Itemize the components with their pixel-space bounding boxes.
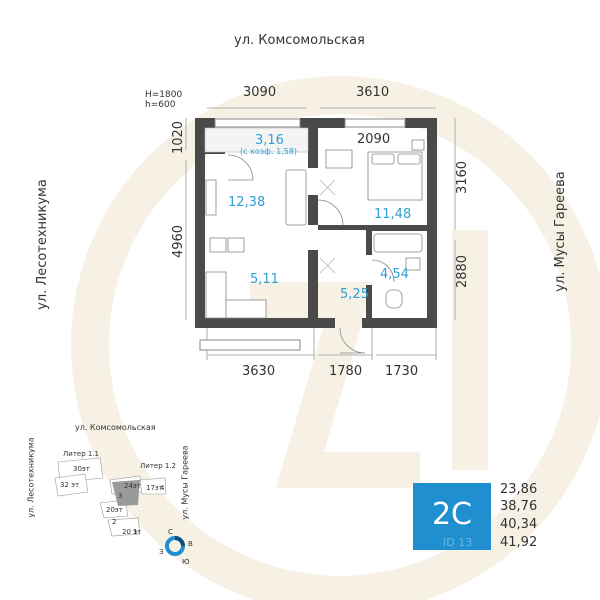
room-balcony-coefficient: (с коэф. 1,58) [240,147,298,156]
dim-bottom-mid: 1780 [329,364,363,379]
apartment-type-badge: 2С ID 13 [413,483,491,550]
dim-bottom-right: 1730 [385,364,419,379]
mini-floors-20a: 20эт [106,506,123,514]
area-value-4: 41,92 [500,535,538,550]
dim-top-left: 3090 [243,85,277,100]
mini-number-2: 2 [112,518,117,526]
compass-east: В [188,540,193,548]
dim-bedroom-width: 2090 [357,132,391,147]
compass-north: С [168,528,173,536]
room-area-balcony: 3,16 [255,133,284,148]
mini-highlight-liter-1-2 [112,480,140,506]
window-height-note: H=1800 h=600 [145,90,182,110]
mini-floors-24: 24эт [124,482,141,490]
mini-liter2: Литер 1.2 [140,462,176,470]
dim-top-right: 3610 [356,85,390,100]
mini-floors-20b: 20 эт [122,528,142,536]
room-area-living: 12,38 [228,195,266,210]
room-area-bathroom: 4,54 [380,267,409,282]
apartment-id: ID 13 [443,536,473,549]
room-area-hall: 5,25 [340,287,369,302]
mini-number-1: 1 [133,528,138,536]
mini-liter1: Литер 1.1 [63,450,99,458]
mini-floors-17: 17эт [146,484,163,492]
mini-number-4: 4 [160,484,165,492]
area-value-1: 23,86 [500,482,538,497]
window-height-line2: h=600 [145,100,176,110]
area-value-2: 38,76 [500,499,538,514]
street-top-label: ул. Комсомольская [234,33,365,48]
room-area-kitchen: 5,11 [250,272,279,287]
mini-street-top: ул. Комсомольская [75,423,156,432]
apartment-type-code: 2С [431,497,473,532]
window-height-line1: H=1800 [145,90,183,100]
mini-floors-32: 32 эт [60,481,80,489]
compass-west: З [159,548,164,556]
mini-floors-30: 30эт [73,465,90,473]
dim-bottom-left: 3630 [242,364,276,379]
mini-number-3: 3 [118,492,123,500]
compass-south: Ю [182,558,190,566]
area-value-3: 40,34 [500,517,538,532]
room-area-bedroom: 11,48 [374,207,412,222]
